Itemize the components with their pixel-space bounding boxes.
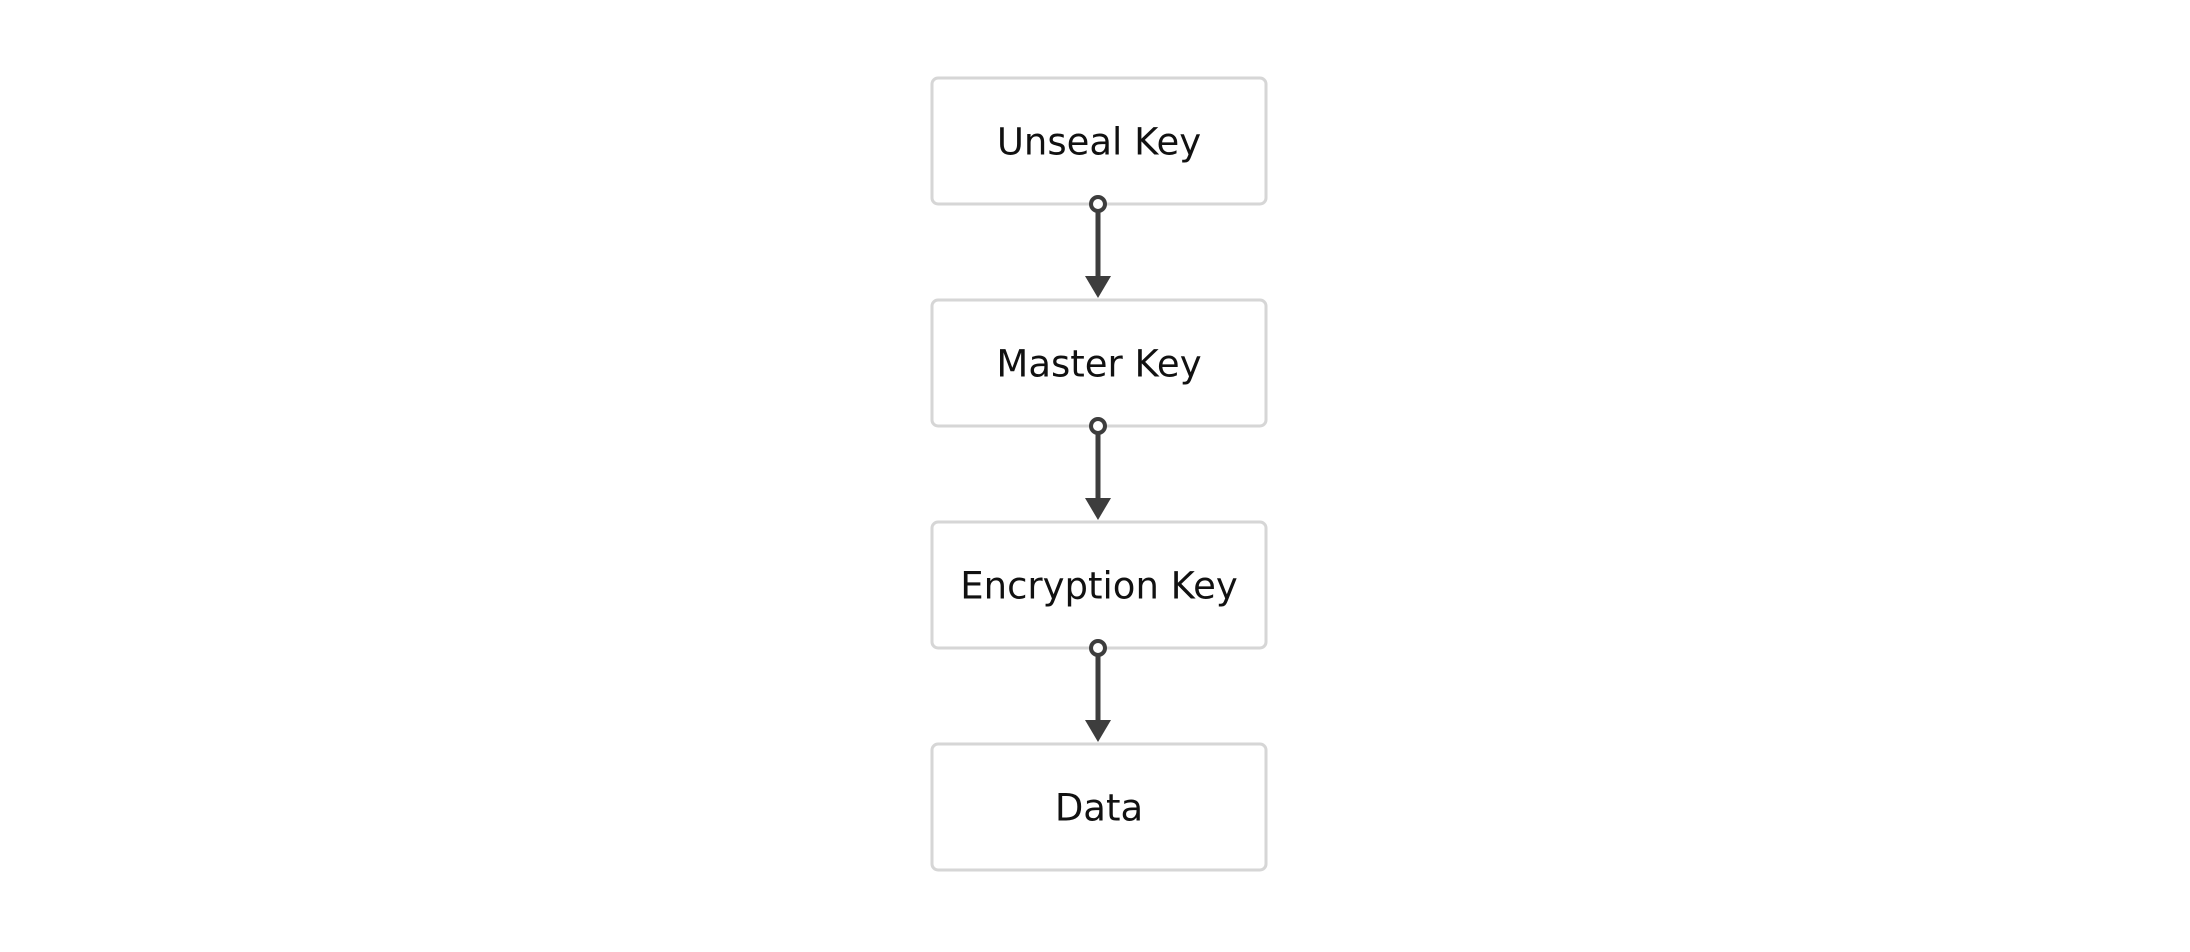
node-label-data: Data [1055,787,1143,830]
node-label-unseal-key: Unseal Key [997,121,1201,164]
edge-encryption-to-data [1085,639,1111,742]
connector-dot-icon [1089,417,1107,435]
edge-master-to-encryption [1085,417,1111,520]
node-label-encryption-key: Encryption Key [960,565,1237,608]
node-master-key: Master Key [930,298,1268,428]
arrowhead-icon [1085,498,1111,520]
node-unseal-key: Unseal Key [930,76,1268,206]
node-box-data [930,742,1268,872]
connector-dot-icon [1089,639,1107,657]
arrowhead-icon [1085,720,1111,742]
node-label-master-key: Master Key [996,343,1201,386]
connector-dot-icon [1089,195,1107,213]
arrowhead-icon [1085,276,1111,298]
node-data: Data [930,742,1268,872]
edge-unseal-to-master [1085,195,1111,298]
node-encryption-key: Encryption Key [930,520,1268,650]
